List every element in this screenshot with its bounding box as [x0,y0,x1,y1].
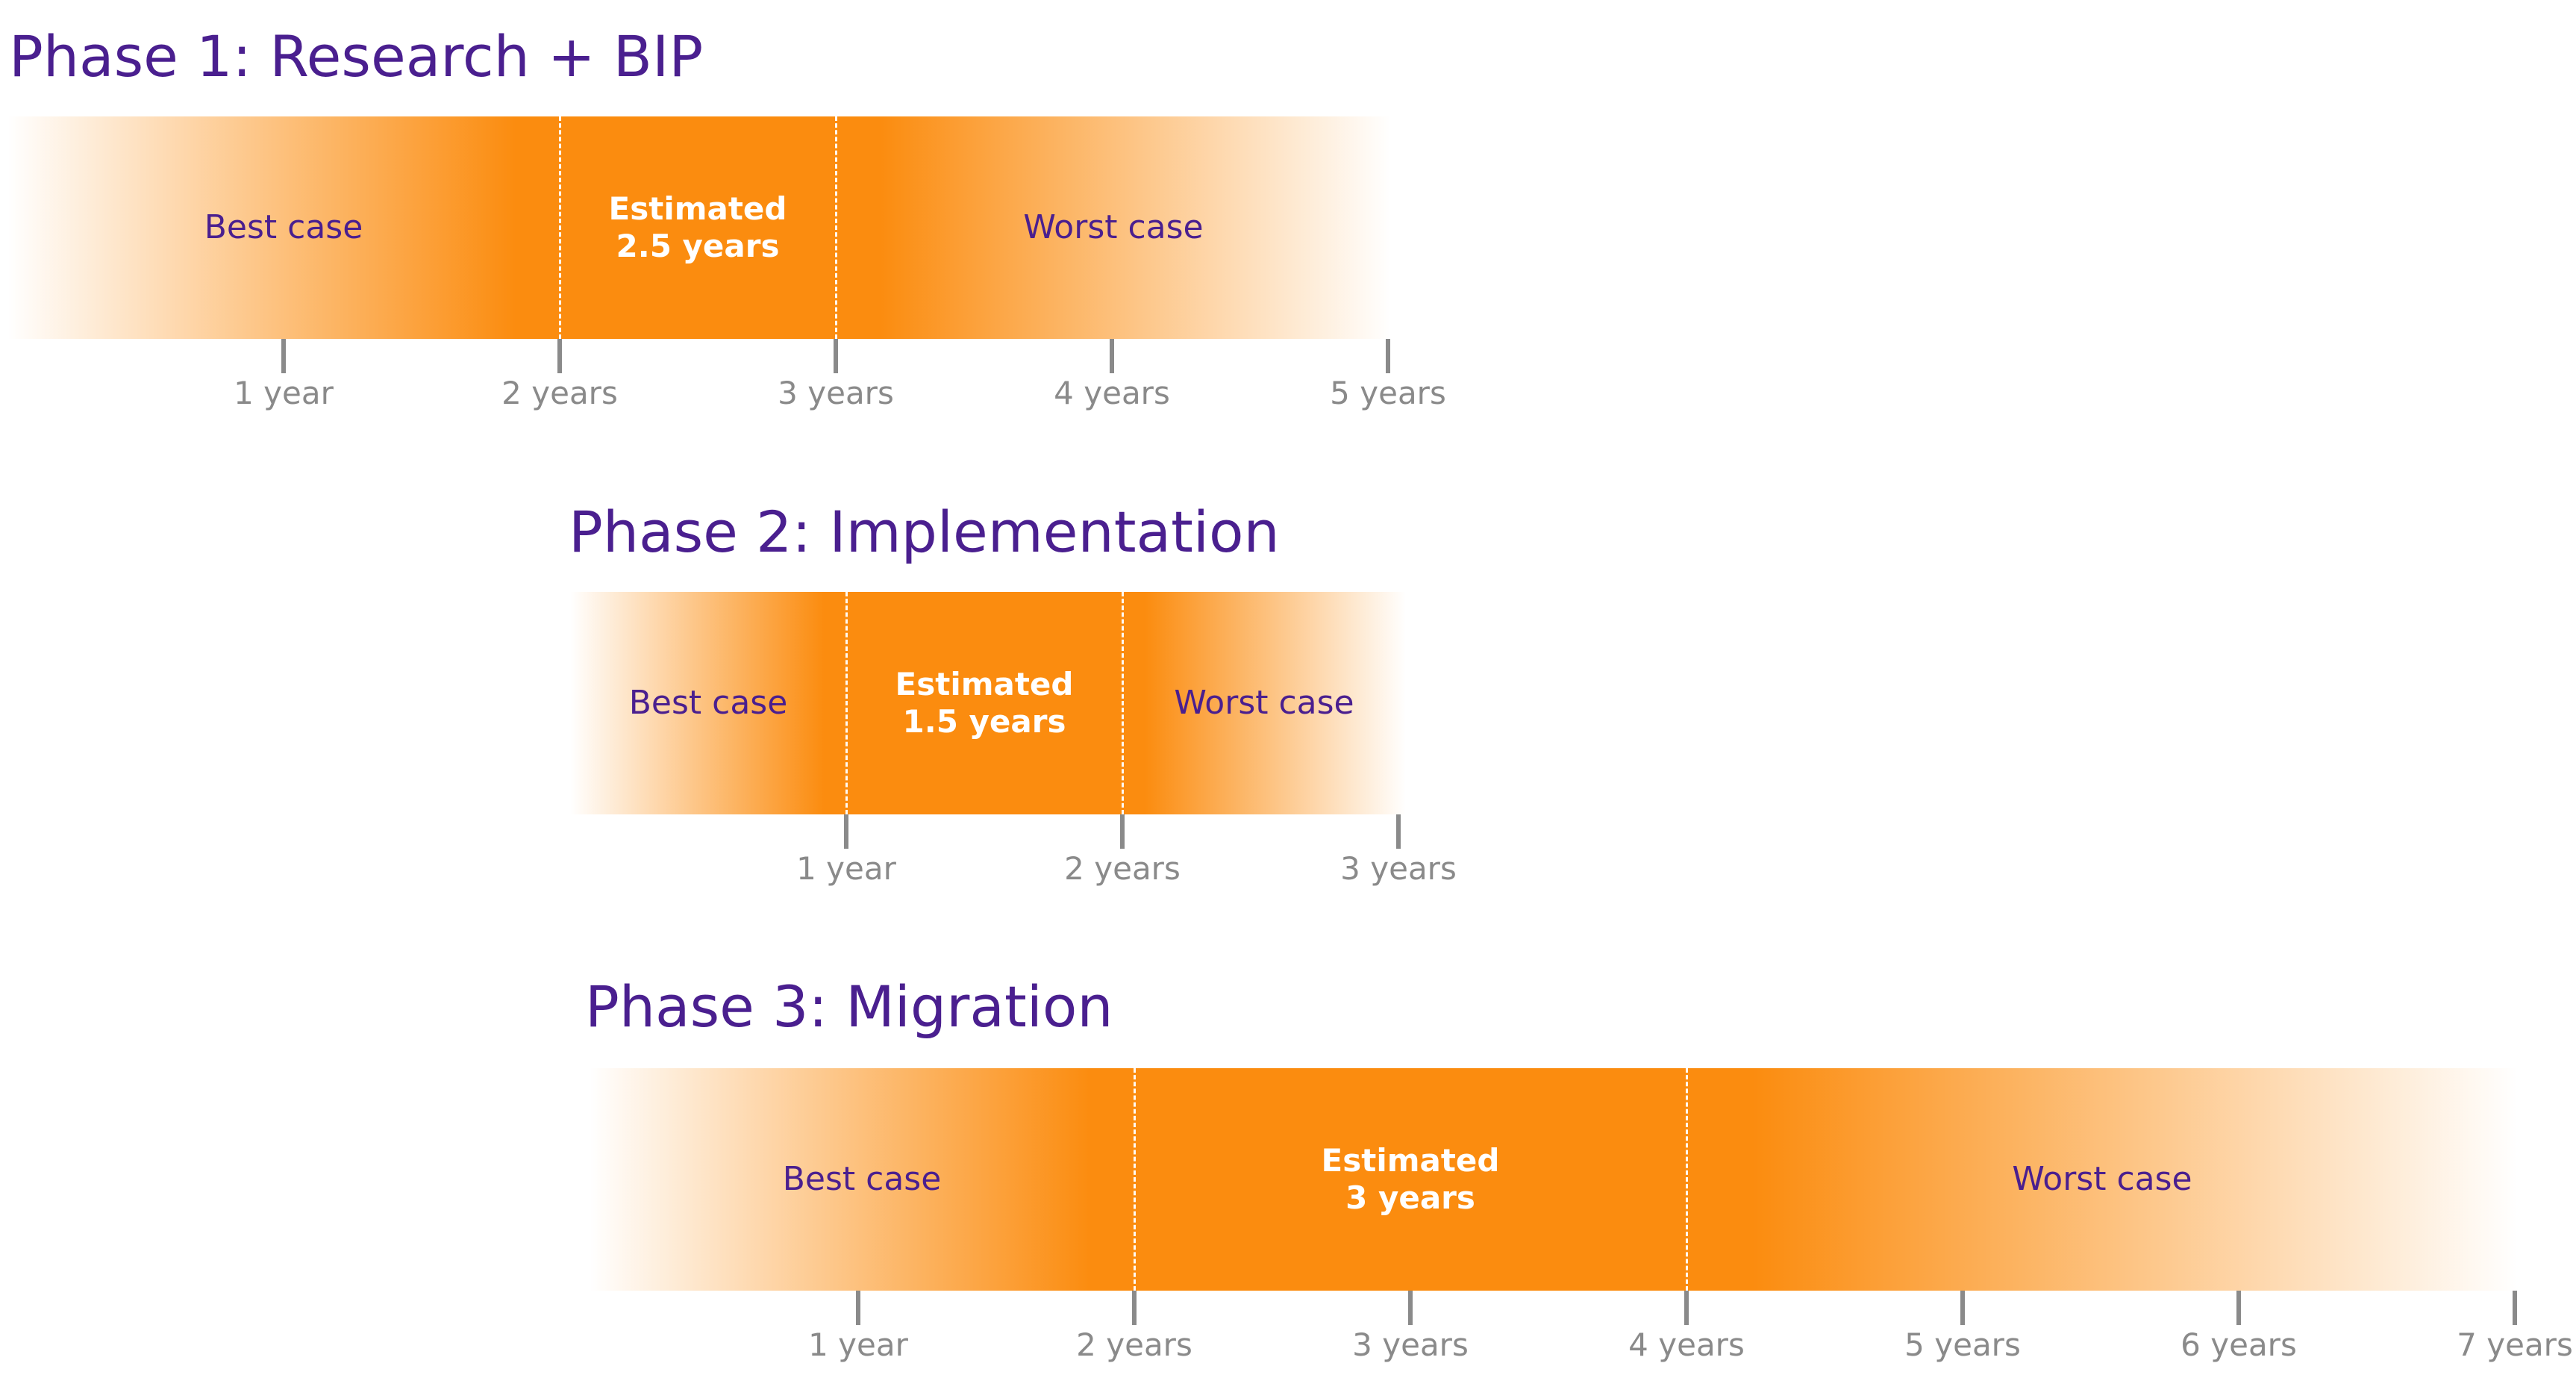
best-case-label: Best case [204,208,363,246]
estimate-start-divider [1134,1068,1136,1291]
estimate-title: Estimated [895,666,1074,702]
axis-tick-label: 1 year [796,850,896,887]
phase-2-estimate-bar: Best case Estimated 1.5 years Worst case [570,592,1406,814]
estimate-start-divider [559,116,561,339]
estimate-end-divider [1122,592,1124,814]
axis-tick-label: 6 years [2180,1326,2297,1363]
phase-2-title: Phase 2: Implementation [569,499,1280,565]
best-case-label: Best case [628,684,788,722]
axis-tick [557,339,562,373]
estimate-start-divider [845,592,848,814]
axis-tick-label: 1 year [808,1326,908,1363]
axis-tick-label: 5 years [1330,375,1446,411]
axis-tick-label: 3 years [778,375,894,411]
axis-tick-label: 1 year [234,375,334,411]
estimate-label: Estimated 3 years [1322,1142,1500,1217]
axis-tick [1408,1291,1413,1325]
estimate-label: Estimated 1.5 years [895,666,1074,740]
phase-1-estimate-bar: Best case Estimated 2.5 years Worst case [7,116,1391,339]
phase-3-estimate-bar: Best case Estimated 3 years Worst case [590,1068,2518,1291]
axis-tick [1684,1291,1689,1325]
axis-tick [844,814,848,849]
worst-case-label: Worst case [1174,684,1354,722]
axis-tick [856,1291,860,1325]
axis-tick-label: 7 years [2457,1326,2573,1363]
phase-3-title: Phase 3: Migration [585,973,1113,1040]
estimate-label: Estimated 2.5 years [609,190,787,265]
axis-tick-label: 2 years [501,375,618,411]
estimate-end-divider [835,116,837,339]
phase-1-title: Phase 1: Research + BIP [9,23,704,90]
axis-tick [281,339,286,373]
estimate-title: Estimated [1321,1142,1500,1179]
estimate-value: 3 years [1345,1179,1475,1216]
axis-tick-label: 5 years [1904,1326,2021,1363]
axis-tick-label: 4 years [1628,1326,1745,1363]
axis-tick [1132,1291,1137,1325]
axis-tick [1120,814,1125,849]
axis-tick-label: 3 years [1340,850,1457,887]
axis-tick-label: 3 years [1352,1326,1469,1363]
axis-tick [1396,814,1401,849]
axis-tick [1960,1291,1965,1325]
estimate-value: 1.5 years [902,703,1066,740]
axis-tick-label: 2 years [1064,850,1181,887]
axis-tick [1386,339,1390,373]
worst-case-label: Worst case [1023,208,1204,246]
axis-tick-label: 2 years [1076,1326,1192,1363]
axis-tick [2513,1291,2517,1325]
axis-tick-label: 4 years [1054,375,1170,411]
axis-tick [1110,339,1114,373]
estimate-value: 2.5 years [616,228,780,264]
best-case-label: Best case [782,1160,942,1198]
estimate-title: Estimated [608,190,787,227]
worst-case-label: Worst case [2012,1160,2192,1198]
axis-tick [834,339,838,373]
estimate-end-divider [1686,1068,1688,1291]
axis-tick [2236,1291,2241,1325]
